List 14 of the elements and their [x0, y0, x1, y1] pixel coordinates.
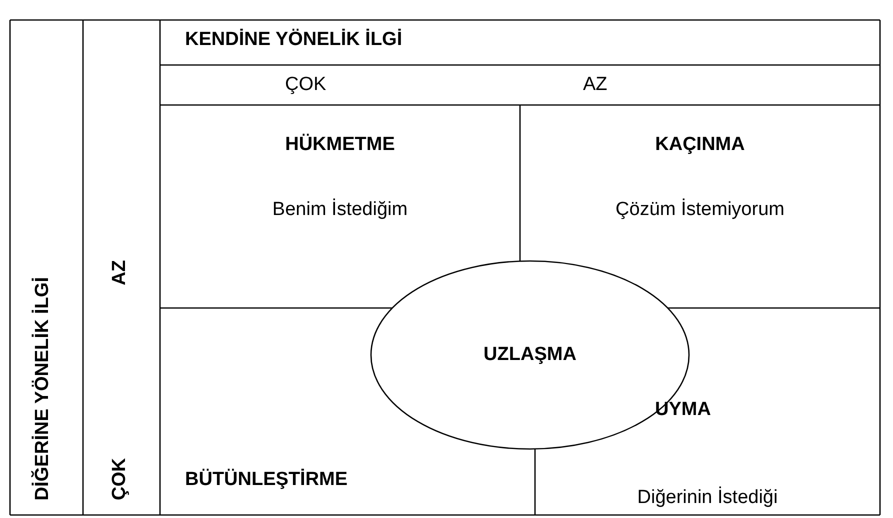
scale-label: AZ — [110, 260, 131, 286]
axis-title: DİĞERİNE YÖNELİK İLGİ — [33, 277, 54, 500]
axis-title: KENDİNE YÖNELİK İLGİ — [185, 30, 402, 51]
scale-label: ÇOK — [110, 458, 131, 500]
style-heading: KAÇINMA — [655, 135, 745, 156]
scale-label: ÇOK — [285, 75, 326, 96]
style-description: Benim İstediğim — [272, 200, 408, 221]
style-description: Diğerinin İstediği — [637, 488, 778, 509]
style-heading: UZLAŞMA — [484, 345, 576, 366]
style-heading: HÜKMETME — [285, 135, 395, 156]
style-heading: UYMA — [655, 400, 711, 421]
style-description: Çözüm İstemiyorum — [616, 200, 784, 221]
style-heading: BÜTÜNLEŞTİRME — [185, 470, 348, 491]
scale-label: AZ — [583, 75, 608, 96]
